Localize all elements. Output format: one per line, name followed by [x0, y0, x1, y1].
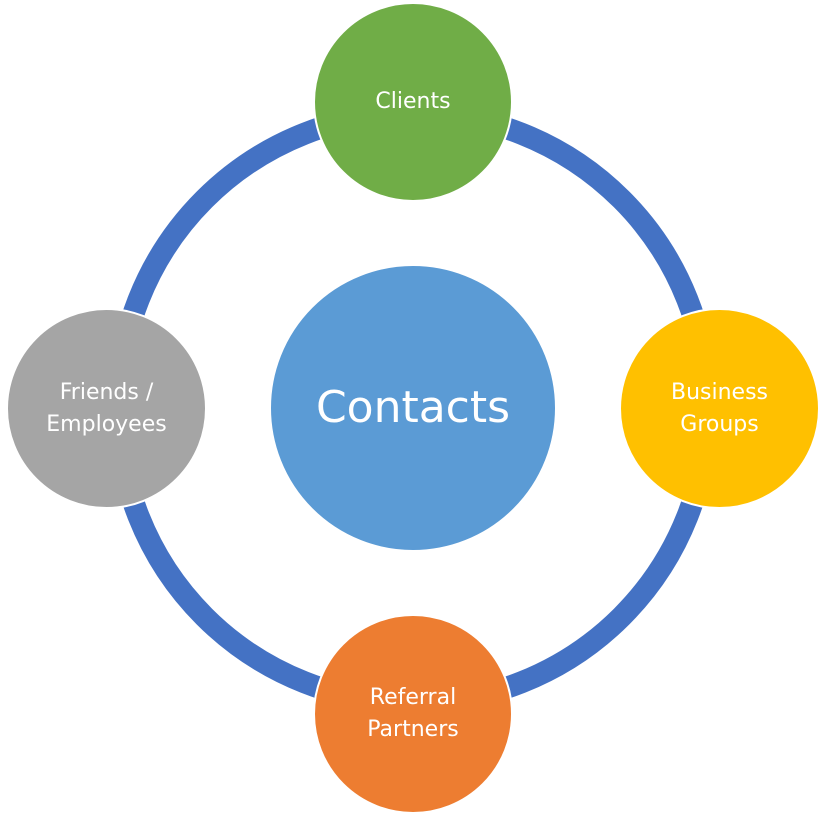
node-business-groups-label-line-2: Groups	[680, 411, 759, 437]
node-friends-employees: Friends / Employees	[6, 308, 207, 509]
node-business-groups-label-line-1: Business	[670, 379, 768, 405]
node-referral-partners-label-line-1: Referral	[369, 685, 457, 710]
node-business-groups: Business Groups	[619, 308, 820, 509]
node-clients: Clients	[313, 2, 513, 202]
node-referral-partners: Referral Partners	[313, 614, 513, 814]
node-friends-employees-label-line-2: Employees	[46, 411, 167, 437]
node-referral-partners-label-line-2: Partners	[367, 717, 459, 742]
node-clients-label: Clients	[375, 89, 451, 114]
center-node-contacts: Contacts	[269, 264, 557, 552]
node-friends-employees-label-line-1: Friends /	[59, 379, 154, 405]
center-label: Contacts	[315, 382, 511, 433]
